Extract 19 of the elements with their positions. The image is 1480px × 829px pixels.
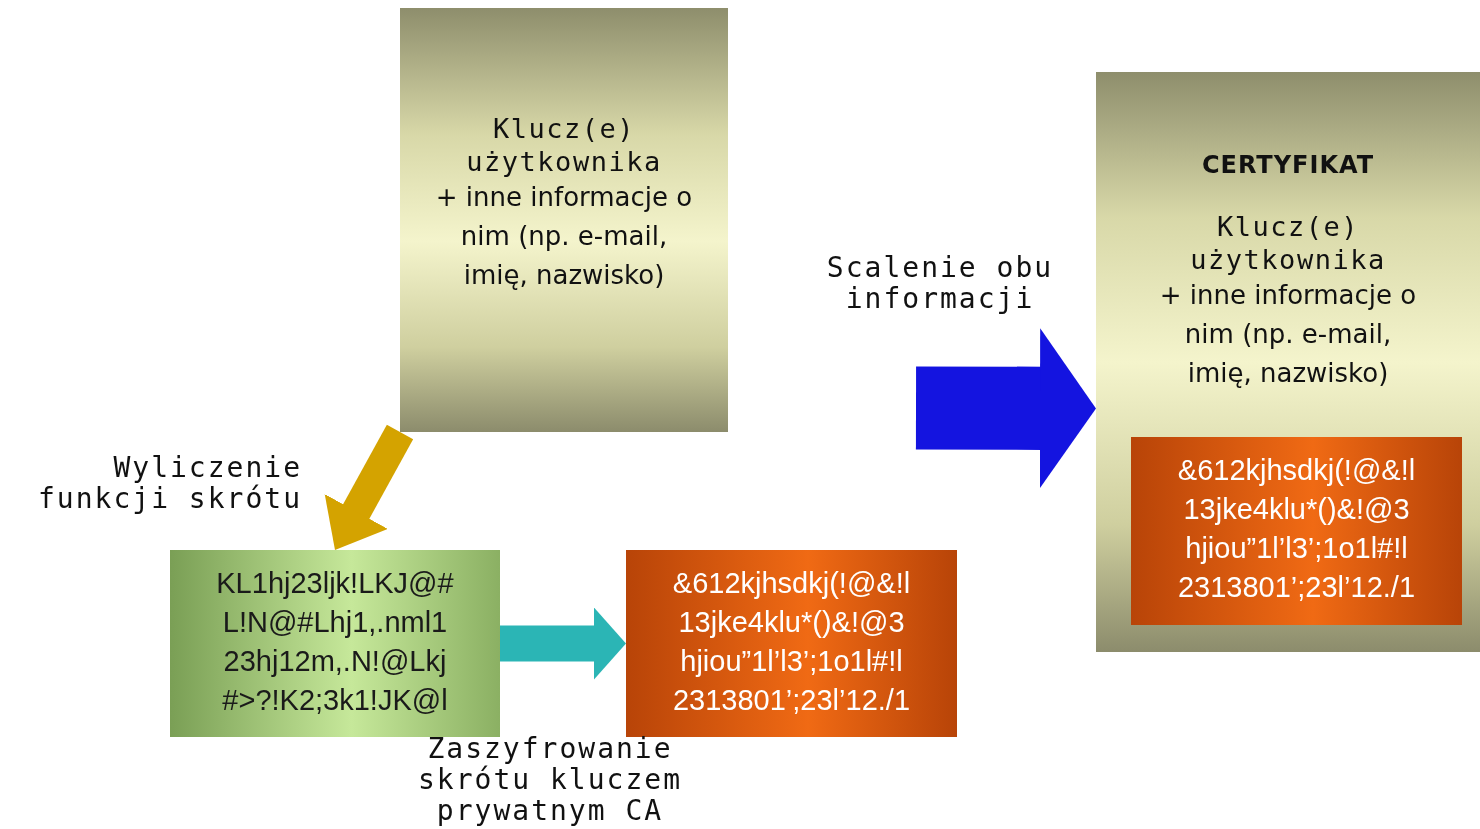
box-text: Klucz(e) użytkownika [1189, 210, 1387, 276]
box-text: + inne informacje o nim (np. e-mail, imię, nazwisko) [1159, 279, 1417, 390]
edge-label: Scalenie obu informacji [825, 252, 1055, 314]
box-text: + inne informacje o nim (np. e-mail, imię, nazwisko) [435, 181, 693, 292]
edge-label: Zaszyfrowanie skrótu kluczem prywatnym CA [417, 733, 683, 826]
box-text: &612kjhsdkj(!@&!l 13jke4klu*()&!@3 hjiou”1l’l3’;1o1l#!l 2313801’;23l’12./1 [1176, 453, 1417, 605]
block-arrow [324, 424, 414, 550]
certificate-box [1096, 72, 1480, 652]
block-arrow [915, 328, 1096, 489]
box-text: &612kjhsdkj(!@&!l 13jke4klu*()&!@3 hjiou”1l’l3’;1o1l#!l 2313801’;23l’12./1 [671, 566, 912, 718]
edge-label: Wyliczenie funkcji skrótu [37, 452, 302, 514]
title-text: CERTYFIKAT [1200, 150, 1376, 181]
box-text: KL1hj23ljk!LKJ@# L!N@#Lhj1,.nml1 23hj12m,.N!@Lkj #>?!K2;3k1!JK@l [215, 566, 455, 718]
info-box [400, 8, 728, 432]
encrypted-hash-box [626, 550, 957, 737]
block-arrow [500, 607, 626, 680]
box-text: Klucz(e) użytkownika [465, 112, 663, 178]
hash-box [170, 550, 500, 737]
signature-box [1131, 437, 1462, 625]
